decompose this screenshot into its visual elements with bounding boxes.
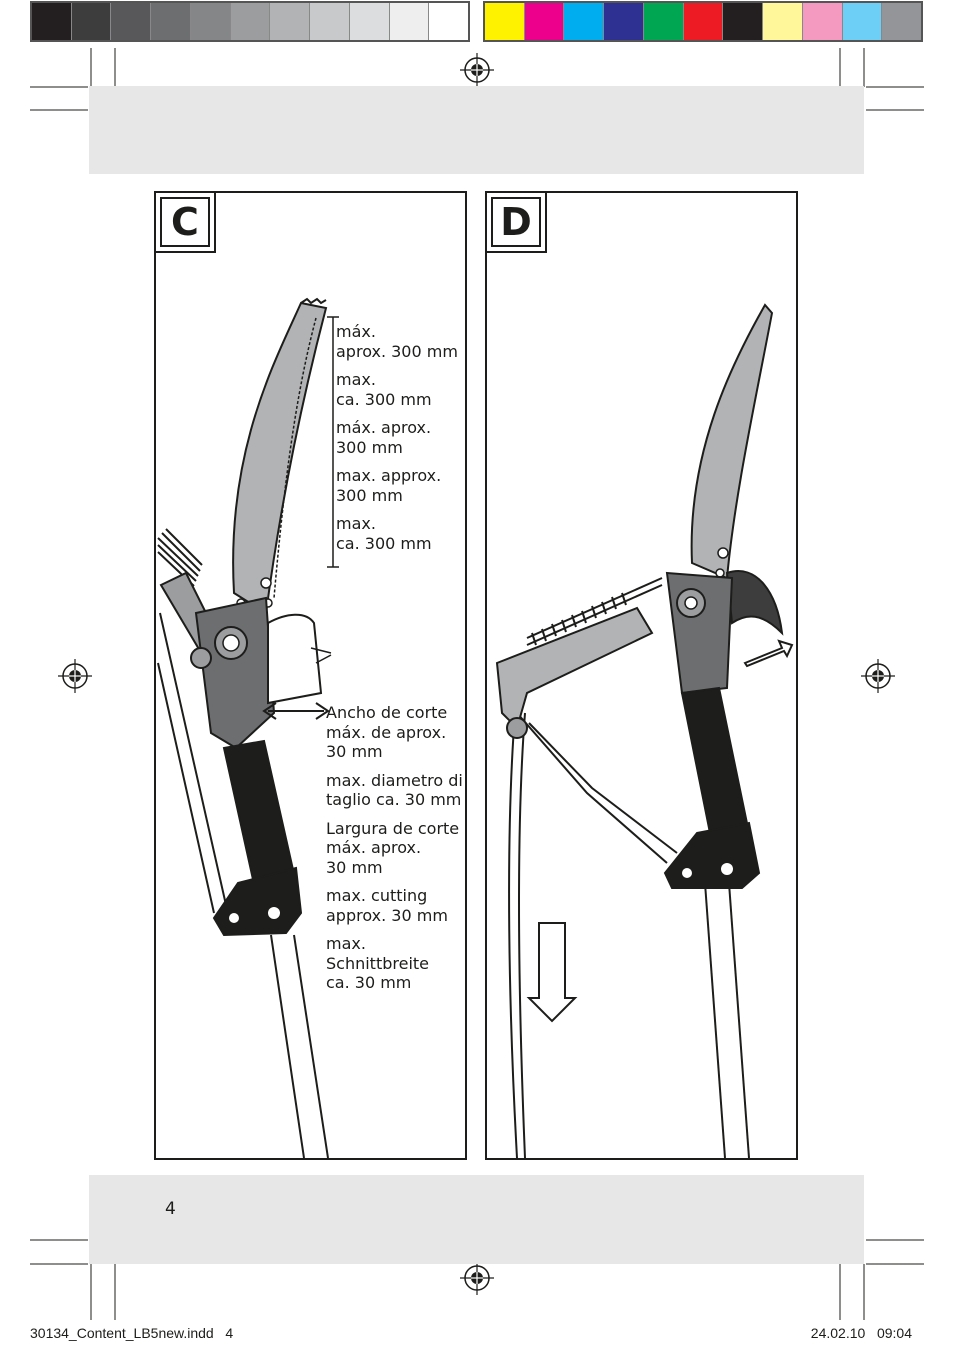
cutting-width-de: max. Schnittbreite ca. 30 mm xyxy=(326,934,430,992)
saw-length-it: max. ca. 300 mm xyxy=(336,370,432,409)
grayscale-color-bar xyxy=(30,1,470,42)
grayscale-swatch xyxy=(32,3,71,40)
panel-label-c: C xyxy=(154,191,216,253)
registration-mark-bottom xyxy=(460,1261,494,1295)
saw-length-en: max. approx. 300 mm xyxy=(336,466,442,505)
grayscale-swatch xyxy=(428,3,469,40)
grayscale-swatch xyxy=(229,3,270,40)
grayscale-swatch xyxy=(189,3,230,40)
process-swatch xyxy=(841,3,882,40)
footer-filename: 30134_Content_LB5new.indd 4 xyxy=(30,1325,234,1341)
saw-blade-icon xyxy=(232,301,328,615)
pole-pruner-lopper-illustration xyxy=(495,303,794,1158)
header-band xyxy=(89,86,864,174)
saw-length-de: max. ca. 300 mm xyxy=(336,514,432,553)
saw-length-es: máx. aprox. 300 mm xyxy=(336,322,458,361)
grayscale-swatch xyxy=(70,3,111,40)
saw-length-bracket xyxy=(327,316,339,568)
panel-d: D xyxy=(485,191,798,1160)
spring-icon xyxy=(157,528,203,587)
grayscale-swatch xyxy=(150,3,190,40)
saw-length-pt: máx. aprox. 300 mm xyxy=(336,418,432,457)
process-swatch xyxy=(603,3,643,40)
cutting-width-en: max. cutting approx. 30 mm xyxy=(326,886,448,925)
process-swatch xyxy=(881,3,922,40)
page-number: 4 xyxy=(165,1199,176,1219)
handle-grip-icon xyxy=(680,686,751,845)
cutting-width-labels: Ancho de corte máx. de aprox. 30 mm max.… xyxy=(326,703,466,1002)
blade-direction-arrow-icon xyxy=(743,639,794,668)
cutting-width-it: max. diametro di taglio ca. 30 mm xyxy=(326,770,463,810)
saw-blade-icon xyxy=(690,303,774,580)
registration-mark-left xyxy=(58,659,92,693)
process-swatch xyxy=(485,3,524,40)
pull-down-arrow-icon xyxy=(526,922,578,1023)
cutting-width-pt: Largura de corte máx. aprox. 30 mm xyxy=(326,818,460,877)
cutting-width-arrow-icon xyxy=(262,702,330,720)
footer-band xyxy=(89,1175,864,1264)
process-swatch xyxy=(801,3,842,40)
panel-label-d: D xyxy=(485,191,547,253)
spring-icon xyxy=(526,577,663,646)
grayscale-swatch xyxy=(269,3,310,40)
process-swatch xyxy=(722,3,763,40)
pole-pruner-saw-illustration xyxy=(157,297,339,1158)
grayscale-swatch xyxy=(348,3,389,40)
grayscale-swatch xyxy=(110,3,151,40)
saw-length-labels: máx. aprox. 300 mm max. ca. 300 mm máx. … xyxy=(336,322,466,562)
process-swatch xyxy=(563,3,604,40)
cutting-width-es: Ancho de corte máx. de aprox. 30 mm xyxy=(326,703,448,761)
process-color-bar xyxy=(483,1,923,42)
process-swatch xyxy=(682,3,723,40)
process-swatch xyxy=(642,3,683,40)
process-swatch xyxy=(762,3,802,40)
grayscale-swatch xyxy=(388,3,429,40)
grayscale-swatch xyxy=(309,3,349,40)
process-swatch xyxy=(523,3,564,40)
registration-mark-right xyxy=(861,659,895,693)
panel-c: C máx. aprox. 300 mm max. ca. 300 mm máx… xyxy=(154,191,467,1160)
footer-timestamp: 24.02.10 09:04 xyxy=(810,1325,912,1341)
registration-mark-top xyxy=(460,53,494,87)
